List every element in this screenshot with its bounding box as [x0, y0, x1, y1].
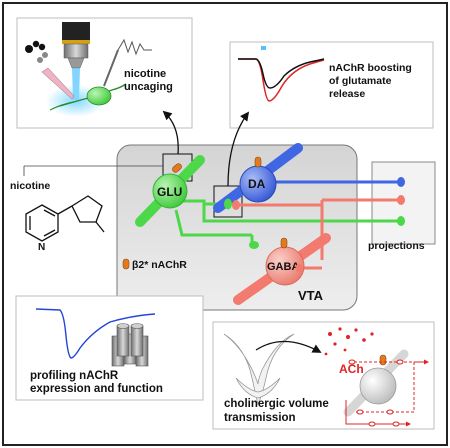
nachr-pentamer-icon: [111, 323, 149, 367]
nicotine-n-atom: N: [38, 242, 45, 253]
gaba-neuron: [233, 198, 400, 305]
projections-label: projections: [368, 240, 425, 252]
glu-terminal-projection: [397, 216, 405, 226]
glu-terminal-gaba: [249, 241, 259, 249]
boosting-label-3: release: [329, 88, 365, 100]
brain-region-icon: [223, 333, 295, 406]
volume-panel: ACh cholinergic volume transmission: [212, 321, 435, 430]
profiling-label-1: profiling nAChR: [30, 370, 119, 382]
nachr-receptor-icon: [379, 354, 387, 366]
boosting-label-2: of glutamate: [329, 75, 392, 87]
electrode-icon: [103, 49, 119, 87]
cage-molecule-dot: [38, 43, 46, 51]
objective-icon: [62, 22, 90, 69]
gaba-terminal-projection: [397, 195, 405, 205]
glu-label: GLU: [157, 185, 182, 199]
nicotine-molecule-dot: [42, 52, 48, 58]
da-terminal-projection: [397, 177, 405, 187]
nachr-receptor-icon: [172, 163, 182, 173]
gaba-label: GABA: [267, 261, 299, 273]
cage-molecule-dot: [25, 45, 33, 53]
glu-terminal-da: [224, 198, 232, 210]
neuron-soma-icon: [86, 86, 112, 106]
uncaging-label-2: uncaging: [124, 81, 173, 93]
da-label: DA: [248, 177, 266, 191]
boosting-label-1: nAChR boosting: [329, 62, 412, 74]
boosting-panel: nAChR boosting of glutamate release: [229, 41, 434, 129]
nicotine-label: nicotine: [10, 180, 50, 192]
neuron-axon: [49, 101, 75, 111]
pipette-icon: [41, 67, 75, 100]
cage-molecule-dot: [32, 40, 40, 48]
profiling-panel: profiling nAChR expression and function: [15, 295, 204, 401]
nachr-receptor-icon: [280, 237, 288, 249]
nicotine-molecule-icon: [25, 195, 105, 242]
profiling-label-2: expression and function: [30, 383, 163, 395]
volume-label-1: cholinergic volume: [224, 398, 329, 410]
trace-blue: [35, 308, 156, 359]
ach-label: ACh: [339, 362, 364, 376]
uncaging-panel: nicotine uncaging: [16, 17, 193, 129]
da-neuron: [213, 143, 400, 213]
ach-molecules: [324, 327, 374, 356]
receptor-legend-icon: [122, 258, 130, 270]
grey-neuron-soma-icon: [359, 367, 397, 405]
gaba-terminal-da: [232, 200, 240, 210]
nachr-receptor-icon: [254, 156, 262, 168]
ach-receptor-markers: [348, 359, 404, 427]
uncaging-label-1: nicotine: [124, 68, 166, 80]
trace-red: [238, 58, 325, 102]
electrode-wire: [117, 38, 152, 56]
gaba-terminal-self: [295, 263, 303, 273]
ach-diffusion-arrows: [345, 359, 429, 427]
volume-label-2: transmission: [224, 412, 296, 424]
arrow-to-boosting: [227, 111, 250, 187]
arrow-to-ach-synapse: [255, 340, 322, 353]
receptor-legend-label: β2* nAChR: [132, 259, 187, 271]
vta-label: VTA: [298, 288, 324, 303]
nicotine-molecule-dot: [37, 57, 43, 63]
arrow-to-uncaging: [162, 110, 179, 155]
stimulus-marker-icon: [261, 46, 266, 50]
trace-black: [238, 58, 325, 89]
